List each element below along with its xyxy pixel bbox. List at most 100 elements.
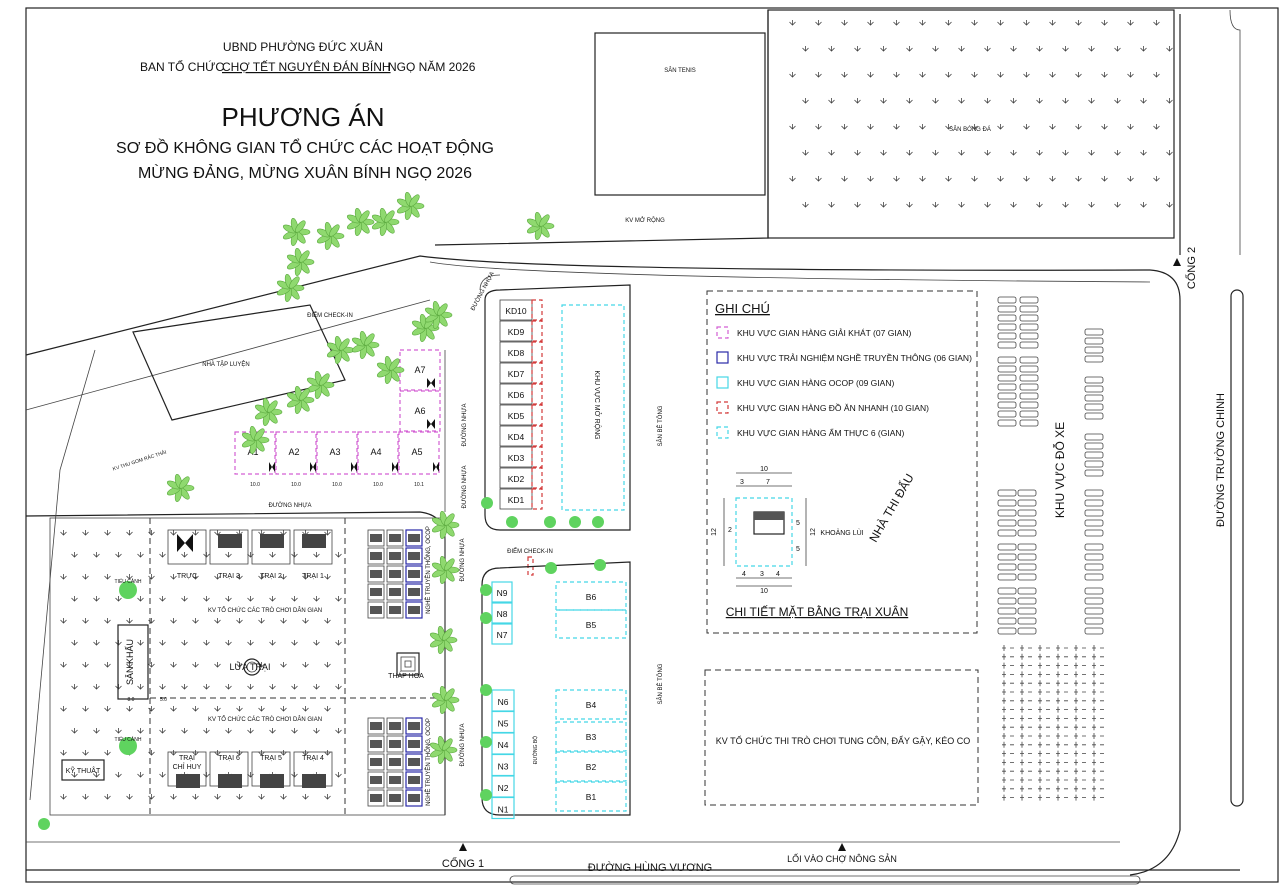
parking-car (997, 374, 1017, 382)
motorbike-slot (1056, 653, 1068, 660)
craft-booth-roof (408, 534, 420, 542)
parking-car (1017, 543, 1037, 551)
palm-tree-leaf (444, 558, 455, 571)
grass-mark (93, 640, 100, 646)
san-khau (117, 624, 149, 700)
kd-stall-label: KD3 (508, 453, 525, 463)
grass-mark (1127, 72, 1134, 78)
parking-car (1019, 323, 1039, 331)
parking-car (997, 296, 1017, 304)
grass-mark (291, 552, 298, 558)
n-stall (491, 796, 515, 820)
a-stall-label: A6 (414, 406, 425, 416)
motorbike-slot (1056, 750, 1068, 757)
nghe-truyen-thong-2-label: NGHỀ TRUYỀN THỐNG, OCOP (425, 718, 432, 806)
motorbike-slot (1038, 689, 1050, 695)
grass-mark (60, 530, 67, 536)
grass-mark (1140, 202, 1147, 208)
grass-mark (906, 98, 913, 104)
motorbike-slot (1056, 741, 1068, 748)
craft-booth-roof (408, 570, 420, 578)
kd-stall-label: KD6 (508, 390, 525, 400)
craft-booths (367, 529, 423, 807)
grass-mark (236, 574, 243, 580)
camp-label: TRẠI 6 (218, 755, 240, 762)
grass-mark (71, 684, 78, 690)
grass-mark (115, 552, 122, 558)
grass-mark (214, 706, 221, 712)
grass-mark (1127, 176, 1134, 182)
grass-mark (984, 150, 991, 156)
parking-car (997, 392, 1017, 400)
grass-mark (148, 706, 155, 712)
grass-mark (93, 684, 100, 690)
header-org: UBND PHƯỜNG ĐỨC XUÂN (223, 39, 383, 54)
parking-car (997, 607, 1017, 615)
grass-mark (291, 772, 298, 778)
parking-car (1084, 451, 1104, 459)
grass-mark (335, 728, 342, 734)
motorbike-slot (1002, 706, 1014, 713)
grass-mark (170, 794, 177, 800)
parking-car (1084, 394, 1104, 402)
craft-booth-roof (389, 758, 401, 766)
a-stall-width: 10.0 (373, 482, 383, 488)
grass-mark (919, 20, 926, 26)
motorbike-slot (1056, 715, 1068, 722)
grass-mark (159, 596, 166, 602)
parking-car (1017, 519, 1037, 527)
palm-tree-leaf (539, 214, 550, 227)
parking-car (1017, 587, 1037, 595)
motorbike-slot (1092, 724, 1104, 731)
motorbike-slot (1020, 697, 1032, 704)
motorbike-slot (1002, 750, 1014, 757)
grass-mark (1166, 150, 1173, 156)
motorbike-slot (1020, 759, 1032, 766)
grass-mark (324, 618, 331, 624)
parking-car (1084, 376, 1104, 384)
grass-mark (1101, 20, 1108, 26)
parking-car (997, 563, 1017, 571)
motorbike-slot (1092, 680, 1104, 687)
camp-tent (302, 534, 326, 548)
parking-car (1017, 627, 1037, 635)
dim-right-5a: 5 (796, 520, 800, 527)
road-hung-vuong-median (509, 875, 1141, 885)
grass-mark (880, 150, 887, 156)
grass-mark (280, 750, 287, 756)
palm-tree-leaf (289, 276, 300, 289)
grass-mark (137, 640, 144, 646)
cong-1-marker (459, 843, 467, 851)
craft-booth (367, 565, 385, 583)
hung-vuong-label: ĐƯỜNG HÙNG VƯƠNG (588, 861, 712, 874)
motorbike-slot (1002, 715, 1014, 722)
grass-mark (148, 574, 155, 580)
grass-mark (71, 728, 78, 734)
motorbike-slot (1074, 724, 1086, 731)
grass-mark (971, 72, 978, 78)
grass-mark (906, 202, 913, 208)
road-inner-left (25, 299, 431, 411)
parking-car (997, 519, 1017, 527)
grass-mark (828, 46, 835, 52)
nha-tap-luyen (132, 304, 346, 421)
craft-booth-roof (370, 552, 382, 560)
grass-mark (324, 750, 331, 756)
parking-car (1017, 499, 1037, 507)
khoang-lui-label: KHOẢNG LÙI (820, 528, 863, 537)
grass-mark (1088, 98, 1095, 104)
a-stall (399, 390, 441, 432)
craft-booth (367, 789, 385, 807)
camp-label: TRẠI 3 (218, 573, 240, 580)
grass-mark (71, 552, 78, 558)
palm-tree-leaf (319, 373, 330, 386)
kv-thi-tro-choi-label: KV TỔ CHỨC THI TRÒ CHƠI TUNG CÔN, ĐẨY GẬ… (716, 735, 970, 746)
camp-plot (209, 529, 249, 565)
grass-mark (828, 98, 835, 104)
a-stall (398, 431, 440, 475)
parking-car (997, 499, 1017, 507)
grass-mark (126, 618, 133, 624)
grass-mark (1088, 46, 1095, 52)
